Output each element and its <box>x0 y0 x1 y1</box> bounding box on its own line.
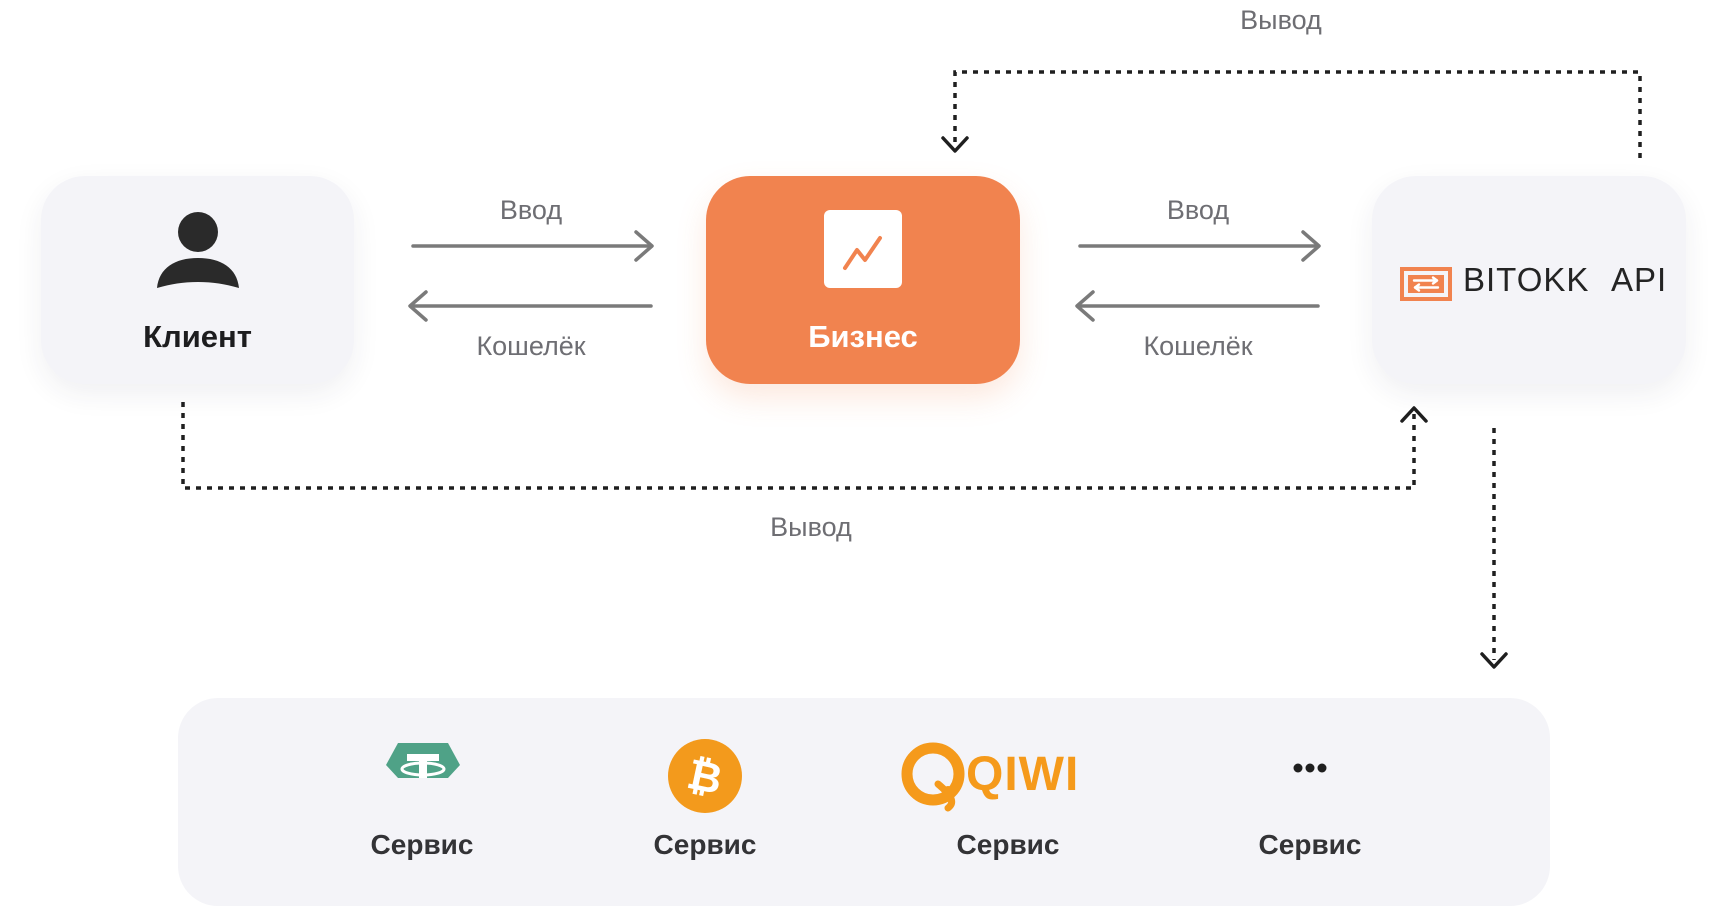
client-business-input-label: Ввод <box>499 195 563 225</box>
client-to-api-withdraw-path <box>181 402 1416 490</box>
service-qiwi: QIWI Сервис <box>898 698 1118 906</box>
business-api-wallet-label: Кошелёк <box>1143 331 1253 361</box>
qiwi-icon <box>901 742 965 812</box>
business-label: Бизнес <box>808 319 918 354</box>
client-node: Клиент <box>41 176 354 384</box>
service-bitcoin: ₿ Сервис <box>595 698 815 906</box>
api-to-business-withdraw-arrowhead <box>941 136 969 153</box>
service-more-label: Сервис <box>1258 829 1362 860</box>
service-tether: Сервис <box>312 698 532 906</box>
service-qiwi-label: Сервис <box>956 829 1060 860</box>
api-suffix-text: API <box>1611 261 1668 298</box>
client-to-business-input-arrow <box>411 230 654 262</box>
business-to-api-input-arrow <box>1078 230 1321 262</box>
api-to-business-withdraw-path <box>953 70 1642 158</box>
client-to-api-withdraw-arrowhead <box>1400 406 1428 423</box>
client-api-withdraw-label: Вывод <box>770 512 852 542</box>
qiwi-brand-text: QIWI <box>966 748 1080 801</box>
bitcoin-icon: ₿ <box>668 739 742 813</box>
bitokk-brand-text: BITOKK <box>1463 261 1590 298</box>
services-panel: Сервис ₿ Сервис QIWI Сервис Сервис <box>178 698 1550 906</box>
client-business-wallet-label: Кошелёк <box>476 331 586 361</box>
api-business-withdraw-label: Вывод <box>1240 5 1322 35</box>
business-to-client-wallet-arrow <box>408 290 653 322</box>
chart-trend-icon <box>824 210 902 288</box>
client-label: Клиент <box>143 319 252 354</box>
tether-icon <box>386 743 460 778</box>
bitokk-logo-icon <box>1400 267 1452 301</box>
service-more: Сервис <box>1200 698 1420 906</box>
service-tether-label: Сервис <box>370 829 474 860</box>
more-icon <box>1293 763 1327 773</box>
api-to-services-arrowhead <box>1480 652 1508 669</box>
user-icon <box>157 212 239 288</box>
api-to-business-wallet-arrow <box>1075 290 1320 322</box>
business-node: Бизнес <box>706 176 1020 384</box>
api-node: BITOKK API <box>1372 176 1686 384</box>
business-api-input-label: Ввод <box>1166 195 1230 225</box>
service-bitcoin-label: Сервис <box>653 829 757 860</box>
